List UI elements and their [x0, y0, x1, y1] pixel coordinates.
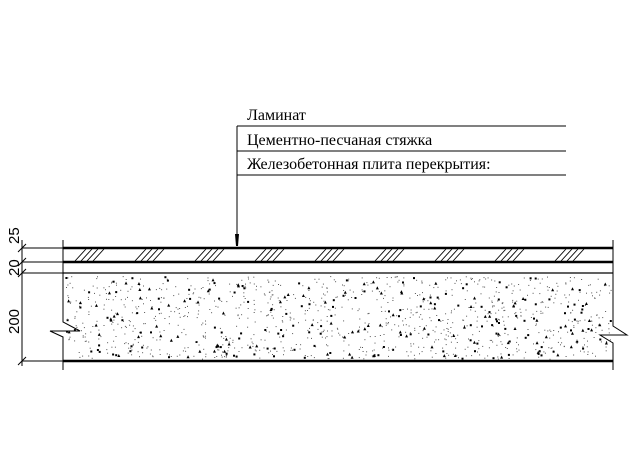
label-slab: Железобетонная плита перекрытия: [247, 156, 491, 173]
concrete-slab-hatch [65, 276, 612, 360]
label-laminate: Ламинат [247, 107, 306, 124]
dimension-laminate: 25 [6, 227, 23, 244]
dimension-chain [17, 240, 63, 366]
dimension-screed: 20 [6, 259, 23, 276]
left-break-line [49, 240, 81, 370]
right-break-line [598, 240, 629, 370]
leader-arrow-icon [235, 234, 239, 246]
laminate-hatch [74, 248, 585, 262]
dimension-slab: 200 [6, 309, 23, 334]
label-screed: Цементно-песчаная стяжка [247, 132, 432, 149]
